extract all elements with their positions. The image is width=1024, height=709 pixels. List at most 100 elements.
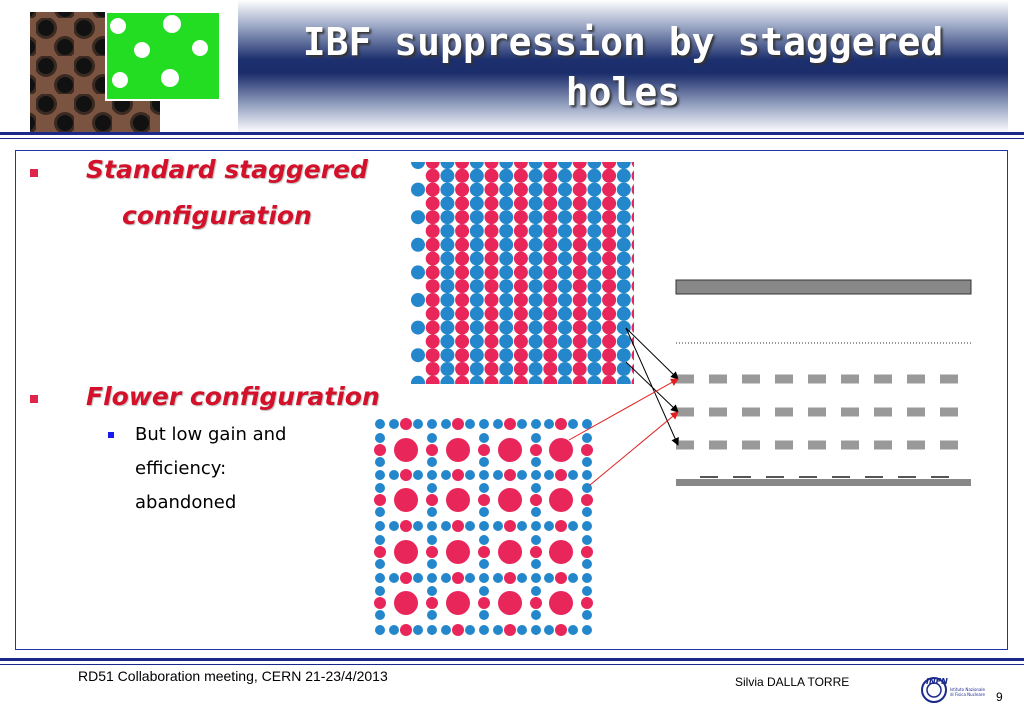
- flower-small-hole: [426, 444, 438, 456]
- flower-small-hole: [426, 546, 438, 558]
- staggered-hole: [469, 251, 484, 266]
- flower-blue-hole: [441, 573, 451, 583]
- flower-blue-hole: [427, 535, 437, 545]
- staggered-hole: [587, 334, 602, 349]
- staggered-hole: [469, 320, 484, 335]
- staggered-hole: [469, 168, 484, 183]
- staggered-hole: [440, 210, 455, 225]
- staggered-hole: [661, 279, 675, 293]
- staggered-hole: [513, 279, 528, 294]
- flower-hole-pattern: [374, 418, 593, 636]
- staggered-hole: [513, 265, 528, 280]
- staggered-hole: [440, 334, 455, 349]
- staggered-hole: [558, 162, 572, 169]
- sub-bullet-marker: [108, 432, 114, 438]
- staggered-hole: [616, 375, 631, 384]
- staggered-hole: [558, 348, 572, 363]
- staggered-hole: [425, 320, 440, 335]
- flower-big-hole: [549, 591, 573, 615]
- staggered-hole: [425, 306, 440, 321]
- flower-blue-hole: [413, 573, 423, 583]
- staggered-hole: [631, 211, 634, 223]
- staggered-hole: [602, 182, 617, 197]
- flower-blue-hole: [568, 521, 578, 531]
- staggered-hole: [440, 237, 455, 252]
- flower-blue-hole: [531, 559, 541, 569]
- flower-blue-hole: [568, 470, 578, 480]
- flower-blue-hole: [375, 433, 385, 443]
- staggered-hole: [440, 306, 455, 321]
- flower-blue-hole: [427, 419, 437, 429]
- flower-small-hole: [400, 469, 412, 481]
- flower-small-hole: [374, 444, 386, 456]
- staggered-hole: [484, 293, 499, 307]
- staggered-hole: [587, 210, 602, 225]
- staggered-hole: [558, 293, 572, 307]
- staggered-hole: [425, 210, 440, 225]
- staggered-hole: [602, 334, 617, 349]
- flower-big-hole: [549, 488, 573, 512]
- flower-blue-hole: [427, 483, 437, 493]
- flower-blue-hole: [517, 573, 527, 583]
- flower-blue-hole: [375, 507, 385, 517]
- flower-blue-hole: [568, 419, 578, 429]
- staggered-hole: [616, 293, 631, 307]
- flower-blue-hole: [582, 535, 592, 545]
- logo-text: INFN: [926, 677, 948, 686]
- staggered-hole: [616, 334, 631, 349]
- staggered-hole: [616, 162, 631, 169]
- logo-subtext-2: di Fisica Nucleare: [950, 692, 985, 697]
- staggered-hole: [631, 294, 634, 306]
- flower-blue-hole: [375, 457, 385, 467]
- staggered-hole: [572, 182, 587, 197]
- staggered-hole: [528, 196, 543, 211]
- flower-small-hole: [478, 546, 490, 558]
- staggered-hole: [558, 237, 572, 252]
- flower-blue-hole: [582, 573, 592, 583]
- staggered-hole: [528, 168, 543, 183]
- staggered-hole: [440, 182, 455, 197]
- staggered-hole: [543, 320, 558, 335]
- staggered-hole: [513, 320, 528, 335]
- flower-blue-hole: [427, 559, 437, 569]
- footer-rule-thin: [0, 664, 1024, 665]
- staggered-hole: [455, 251, 470, 266]
- flower-blue-hole: [479, 535, 489, 545]
- flower-blue-hole: [427, 507, 437, 517]
- staggered-hole: [572, 224, 587, 238]
- flower-big-hole: [394, 488, 418, 512]
- staggered-hole: [499, 362, 514, 376]
- staggered-hole: [455, 182, 470, 197]
- staggered-hole: [411, 375, 425, 384]
- footer-author: Silvia DALLA TORRE: [735, 675, 850, 689]
- flower-blue-hole: [479, 573, 489, 583]
- staggered-hole: [499, 320, 514, 335]
- staggered-hole: [484, 306, 499, 321]
- staggered-hole: [558, 251, 572, 266]
- staggered-hole: [455, 293, 470, 307]
- staggered-hole: [425, 237, 440, 252]
- staggered-hole: [631, 308, 634, 320]
- flower-blue-hole: [568, 625, 578, 635]
- flower-blue-hole: [389, 625, 399, 635]
- staggered-hole: [440, 251, 455, 266]
- flower-blue-hole: [582, 625, 592, 635]
- staggered-hole: [455, 265, 470, 280]
- flower-blue-hole: [441, 470, 451, 480]
- staggered-hole: [411, 182, 425, 197]
- flower-small-hole: [452, 469, 464, 481]
- flower-blue-hole: [479, 433, 489, 443]
- flower-blue-hole: [517, 419, 527, 429]
- flower-small-hole: [478, 494, 490, 506]
- staggered-hole: [499, 237, 514, 252]
- bullet-marker: [30, 169, 38, 177]
- flower-small-hole: [400, 624, 412, 636]
- flower-blue-hole: [427, 625, 437, 635]
- staggered-hole: [661, 307, 675, 321]
- staggered-hole: [425, 251, 440, 266]
- staggered-hole: [425, 362, 440, 376]
- staggered-hole: [513, 237, 528, 252]
- sub-bullet-line1: But low gain and: [135, 424, 287, 445]
- header-rule-thick: [0, 132, 1024, 135]
- staggered-hole: [425, 196, 440, 211]
